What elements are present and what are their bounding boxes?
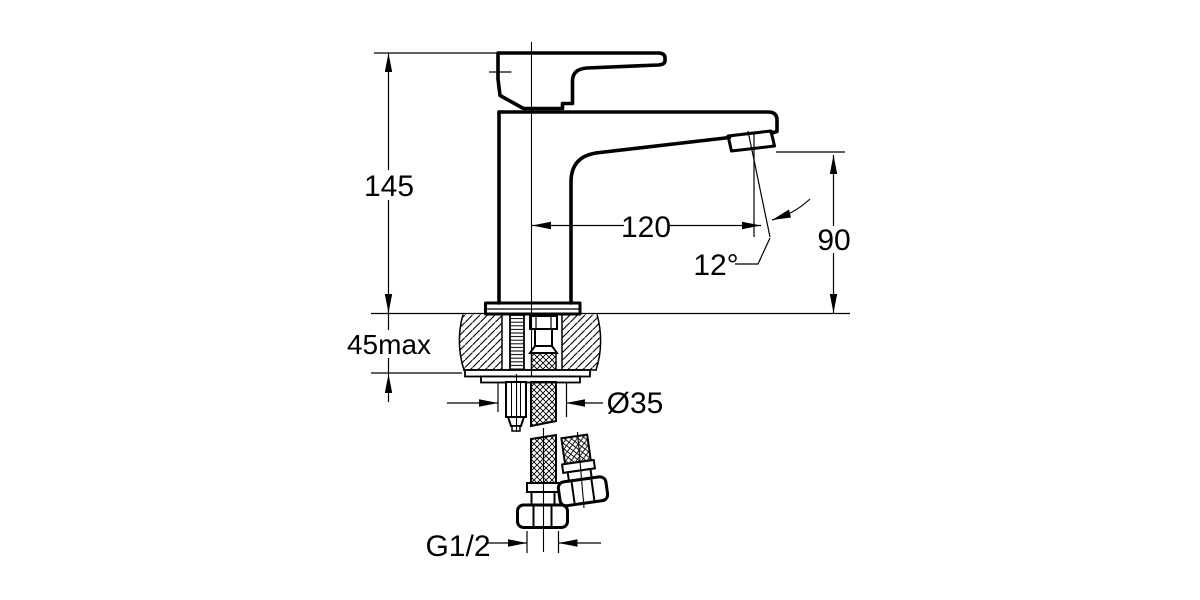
leader-12deg (735, 237, 771, 265)
hose-hex-nut (516, 503, 569, 529)
arrow-45max-bottom (384, 374, 393, 393)
bg-45max (351, 330, 427, 358)
label-deck-thickness: 45max (347, 329, 431, 360)
hose-braid-upper-segment (530, 381, 557, 428)
threaded-stud-upper (509, 314, 525, 371)
centerlines (515, 42, 585, 552)
second-hose (556, 433, 610, 508)
second-hose-braid (560, 433, 592, 466)
ext-lines-g12 (526, 531, 560, 553)
bg-90 (819, 226, 850, 253)
arrow-g12-left (508, 539, 527, 547)
arrow-145-top (384, 53, 393, 72)
base-plate (484, 301, 582, 316)
bg-145 (369, 170, 409, 200)
arrow-120-right (742, 221, 761, 230)
mounting-parts-lower (505, 381, 610, 529)
arrow-d35-right (566, 399, 585, 407)
hose-fitting-neck (534, 328, 553, 347)
counter-break-edge-right (595, 314, 602, 371)
label-outlet-height: 90 (817, 224, 850, 257)
arrow-angle-arc (772, 209, 791, 220)
aerator (726, 129, 776, 153)
label-overall-height: 145 (364, 170, 414, 203)
handle-lever (496, 51, 667, 111)
faucet-outline (484, 51, 779, 316)
washer-stack (464, 369, 591, 384)
counter-hatch-right (562, 314, 601, 370)
label-outlet-angle: 12° (693, 249, 738, 282)
arrow-g12-right (558, 539, 578, 547)
label-hole-diameter: Ø35 (607, 387, 664, 420)
counter-section (458, 314, 602, 371)
hose-fitting-facets (535, 317, 552, 328)
arrow-90-top (829, 155, 838, 174)
label-spout-reach: 120 (621, 211, 671, 244)
counter-hatch-left (459, 314, 502, 370)
mounting-parts-upper (509, 314, 559, 371)
hose-braid-in-hole (530, 352, 557, 371)
stud-facet-lines (511, 383, 521, 416)
hose-fitting-flare (528, 345, 559, 354)
second-hex-nut-facets (570, 479, 596, 504)
label-thread-size: G1/2 (425, 530, 490, 563)
second-hose-centerline (576, 431, 585, 509)
bg-120 (624, 212, 669, 239)
dimension-labels: 145 45max 120 90 12° Ø35 G1/2 (347, 170, 851, 563)
spout-top-edge (497, 110, 779, 135)
dimension-arrows (384, 53, 838, 547)
arrow-120-left (532, 221, 551, 230)
counter-break-edge-left (458, 314, 465, 371)
spout-underside-and-column-right (569, 135, 732, 305)
hex-nut-facets (532, 506, 553, 527)
washer-plate (464, 369, 591, 378)
arrow-90-bottom (829, 294, 838, 313)
hose-fitting-hex (529, 315, 558, 330)
label-backgrounds (351, 170, 850, 358)
arrow-d35-left (479, 399, 498, 407)
arrow-145-bottom (384, 294, 393, 313)
